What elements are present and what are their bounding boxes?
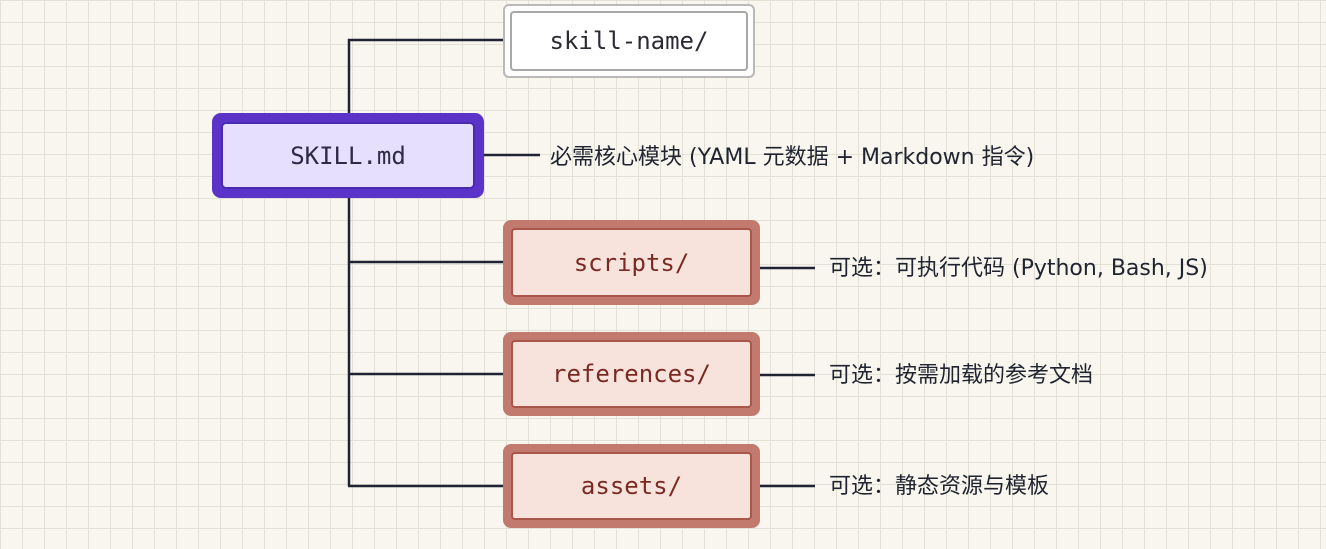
scripts-folder-description: 可选：可执行代码 (Python, Bash, JS) <box>829 256 1208 281</box>
root-folder-label: skill-name/ <box>510 11 748 71</box>
skill-file-description: 必需核心模块 (YAML 元数据 + Markdown 指令) <box>550 145 1035 170</box>
assets-folder-label: assets/ <box>511 452 752 520</box>
references-folder-description: 可选：按需加载的参考文档 <box>829 363 1094 388</box>
scripts-folder-label: scripts/ <box>511 228 752 297</box>
skill-file-label: SKILL.md <box>221 122 475 189</box>
connector-root-skill <box>347 38 503 113</box>
references-folder-label: references/ <box>511 340 752 408</box>
assets-folder-description: 可选：静态资源与模板 <box>829 474 1050 499</box>
